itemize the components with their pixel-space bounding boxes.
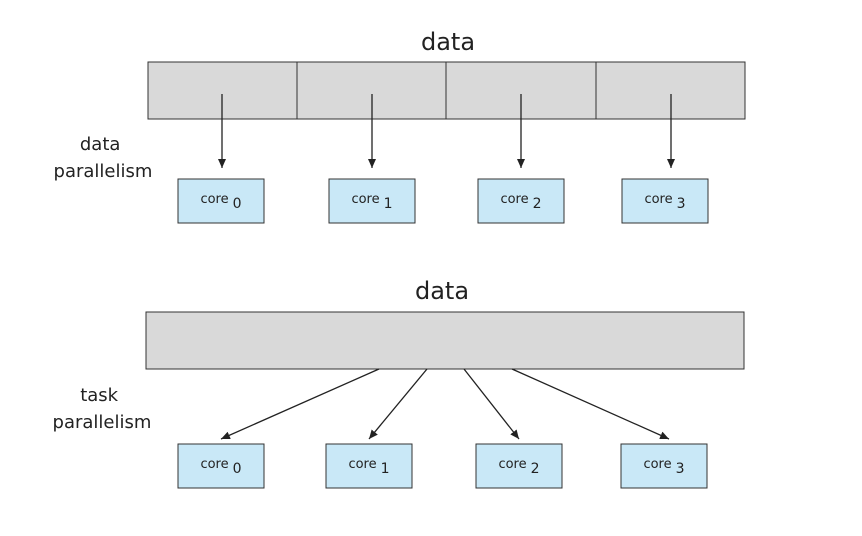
data-core-0-index: 0 — [233, 196, 242, 212]
data-parallelism-label: data parallelism — [54, 134, 153, 182]
task-core-3-index: 3 — [676, 461, 685, 477]
task-core-2-label: core 2 — [498, 457, 539, 477]
task-core-3-label: core 3 — [643, 457, 684, 477]
data-core-1-prefix: core — [351, 192, 379, 207]
data-core-3-label: core 3 — [644, 192, 685, 212]
data-core-3: core 3 — [621, 178, 709, 224]
data-parallelism-label-line-1: data — [80, 134, 121, 155]
data-parallelism-title: data — [421, 28, 475, 56]
data-core-3-prefix: core — [644, 192, 672, 207]
data-core-1-index: 1 — [384, 196, 393, 212]
data-parallelism-label-line-2: parallelism — [54, 161, 153, 182]
data-core-0-box — [177, 178, 265, 224]
task-parallelism-label-line-1: task — [80, 385, 118, 406]
task-core-3: core 3 — [620, 443, 708, 489]
task-core-1-prefix: core — [348, 457, 376, 472]
task-core-2-index: 2 — [531, 461, 540, 477]
task-parallelism-label: task parallelism — [53, 385, 152, 433]
task-core-3-prefix: core — [643, 457, 671, 472]
task-data-block — [145, 311, 745, 370]
task-core-2: core 2 — [475, 443, 563, 489]
task-arrow-3 — [511, 368, 670, 440]
data-core-1: core 1 — [328, 178, 416, 224]
task-core-2-prefix: core — [498, 457, 526, 472]
task-parallelism-section: data task parallelism core 0 core 1 core 2 — [53, 277, 745, 489]
data-core-2-box — [477, 178, 565, 224]
task-core-2-box — [475, 443, 563, 489]
task-core-1: core 1 — [325, 443, 413, 489]
task-core-boxes: core 0 core 1 core 2 core 3 — [177, 443, 708, 489]
task-core-0-box — [177, 443, 265, 489]
task-parallelism-title: data — [415, 277, 469, 305]
task-parallelism-arrows — [220, 368, 670, 440]
data-core-1-label: core 1 — [351, 192, 392, 212]
data-core-3-index: 3 — [677, 196, 686, 212]
task-core-1-label: core 1 — [348, 457, 389, 477]
task-parallelism-label-line-2: parallelism — [53, 412, 152, 433]
data-core-0-label: core 0 — [200, 192, 241, 212]
task-core-3-box — [620, 443, 708, 489]
data-segment-2 — [445, 61, 597, 120]
task-arrow-2 — [463, 368, 520, 440]
data-core-2-index: 2 — [533, 196, 542, 212]
task-arrow-0 — [220, 368, 380, 440]
data-core-boxes: core 0 core 1 core 2 core 3 — [177, 178, 709, 224]
data-array — [147, 61, 746, 120]
task-core-1-box — [325, 443, 413, 489]
task-core-0-index: 0 — [233, 461, 242, 477]
task-core-0: core 0 — [177, 443, 265, 489]
data-core-1-box — [328, 178, 416, 224]
data-core-2: core 2 — [477, 178, 565, 224]
data-core-0: core 0 — [177, 178, 265, 224]
task-arrow-1 — [368, 368, 428, 440]
data-core-2-prefix: core — [500, 192, 528, 207]
data-core-3-box — [621, 178, 709, 224]
task-core-1-index: 1 — [381, 461, 390, 477]
data-parallelism-section: data data parallelism core 0 core 1 — [54, 28, 746, 224]
task-core-0-label: core 0 — [200, 457, 241, 477]
task-core-0-prefix: core — [200, 457, 228, 472]
data-parallelism-arrows — [218, 94, 675, 168]
data-core-2-label: core 2 — [500, 192, 541, 212]
data-core-0-prefix: core — [200, 192, 228, 207]
